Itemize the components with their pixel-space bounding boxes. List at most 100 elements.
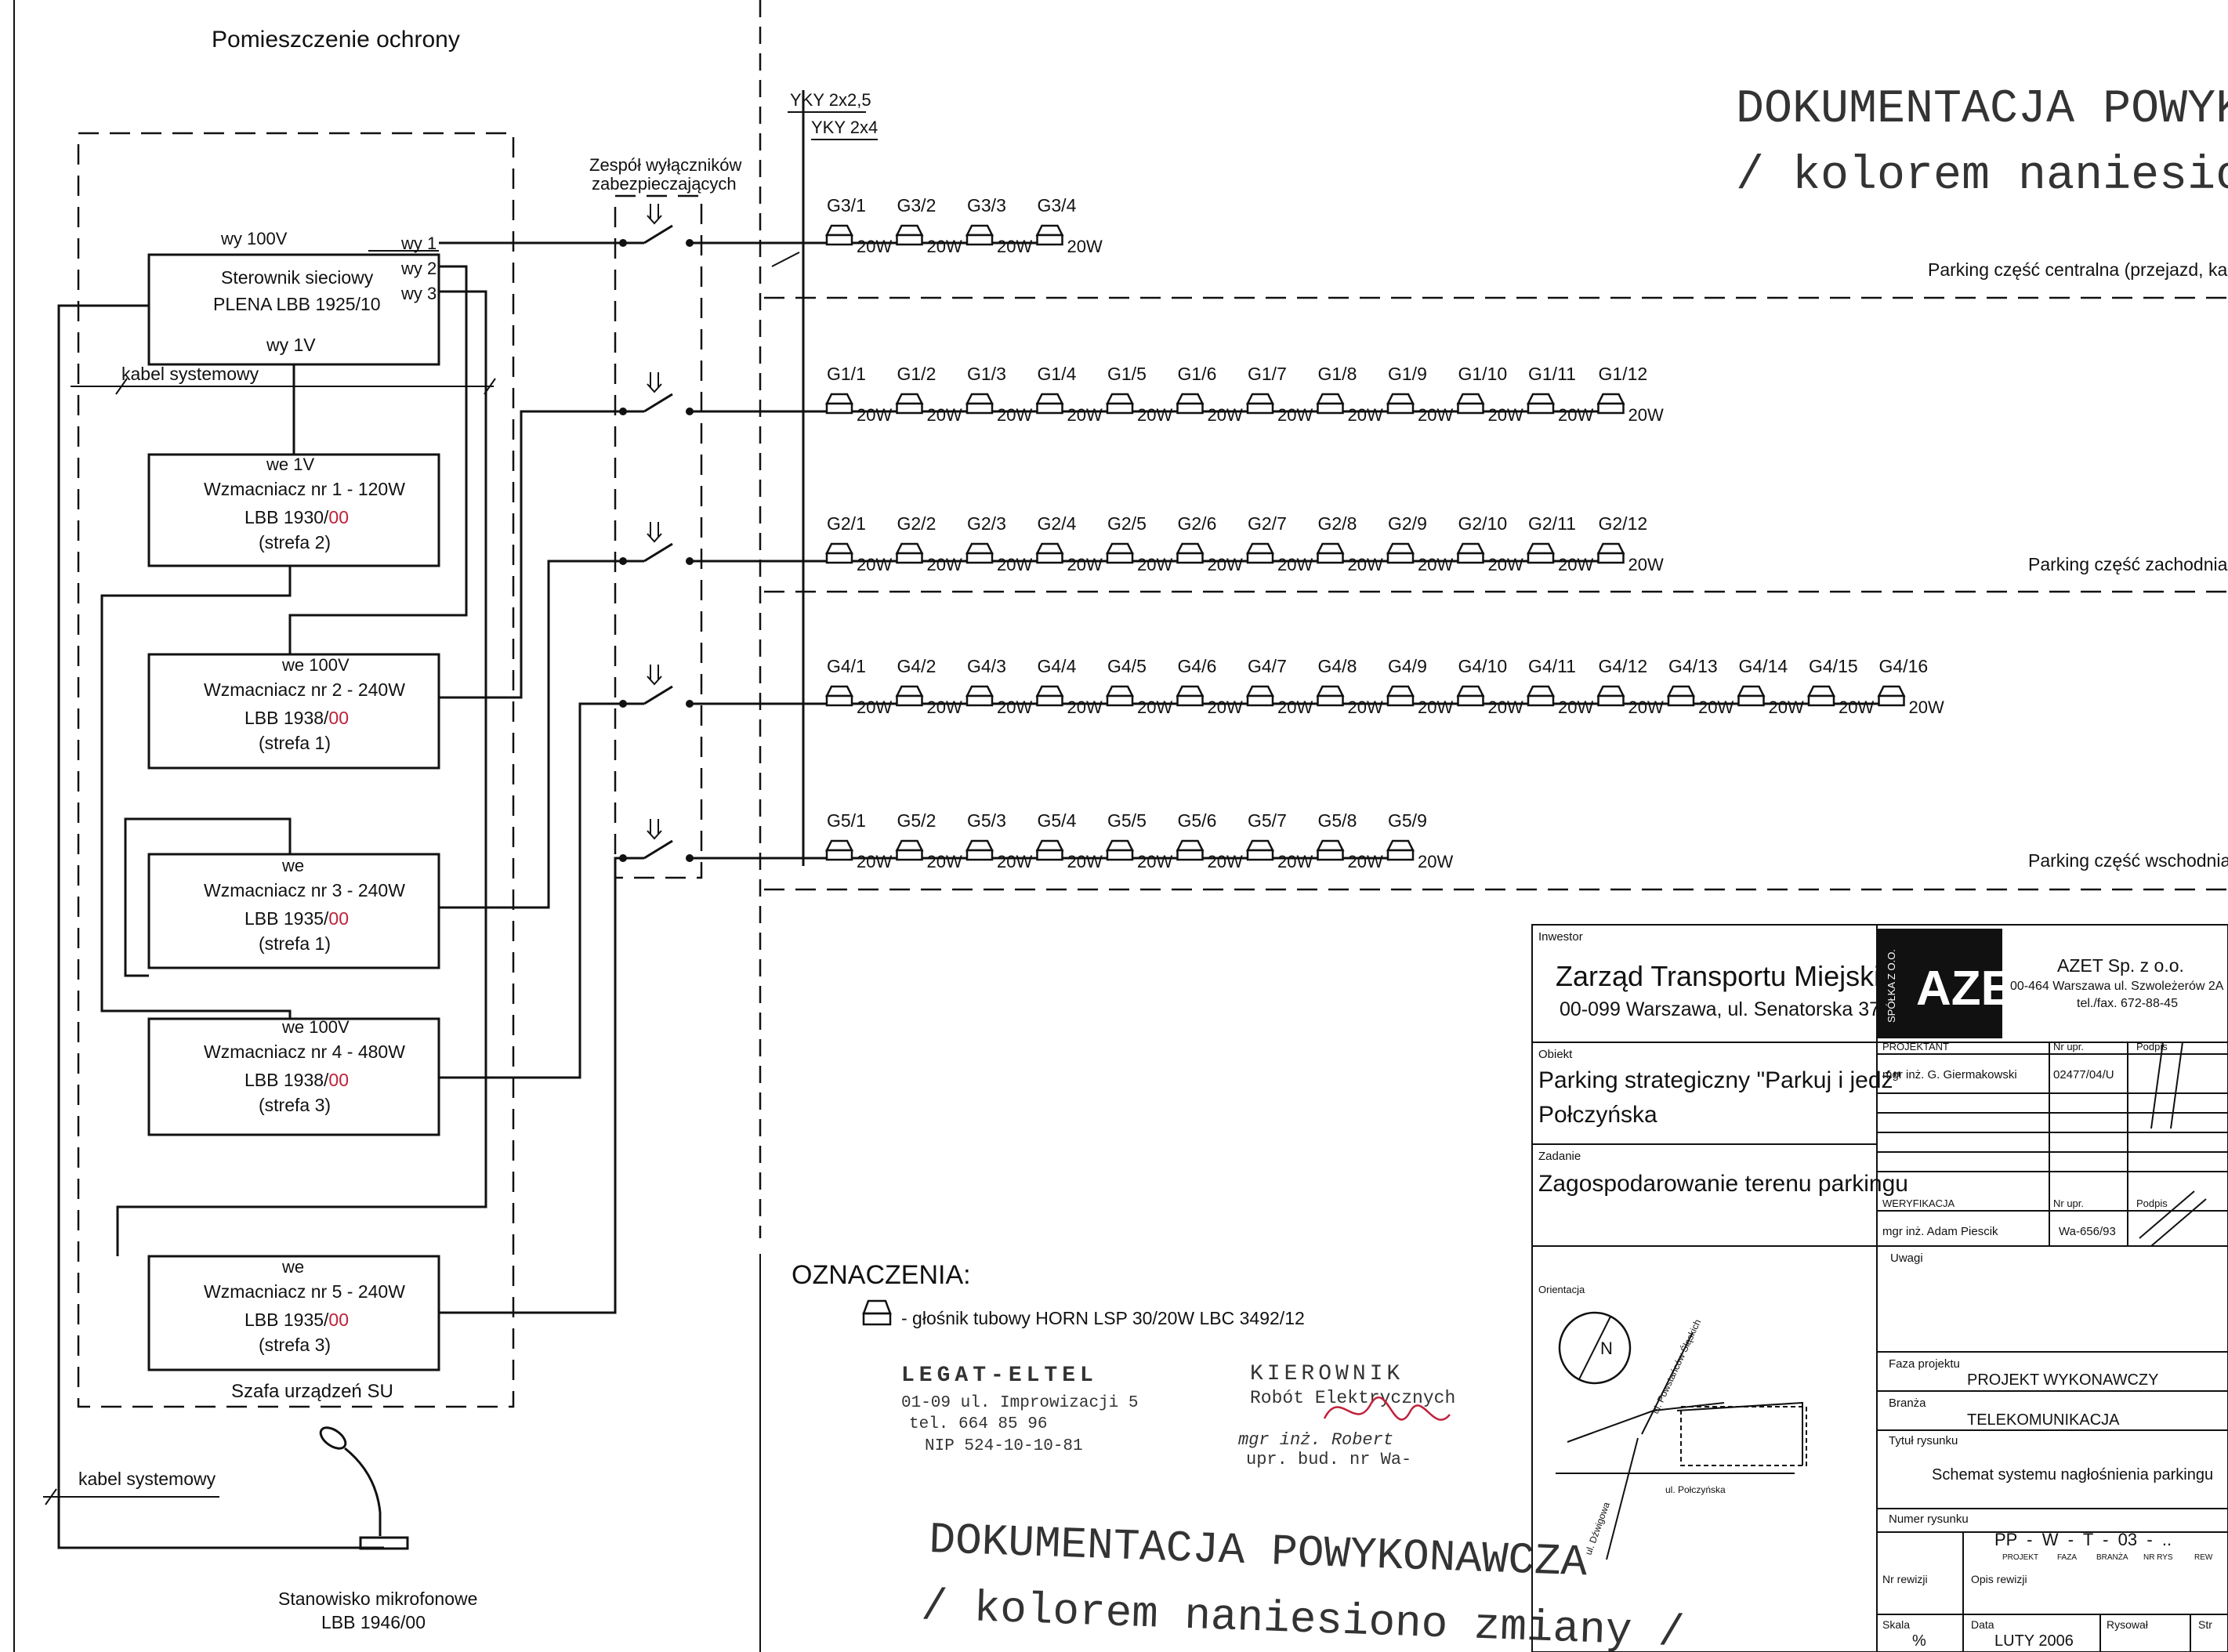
speaker-icon-top — [1526, 685, 1556, 697]
verifier-signature — [2139, 1190, 2207, 1247]
map-street-label: ul. Powstańców Śląskich — [1649, 1317, 1703, 1415]
cable-label-bottom: YKY 2x4 — [811, 118, 878, 137]
company-logo-side: SPÓŁKA Z O.O. — [1886, 949, 1897, 1023]
manager-stamp-line3: mgr inż. Robert — [1238, 1430, 1393, 1450]
date-value: LUTY 2006 — [1994, 1632, 2074, 1650]
speaker-label: G2/2 — [897, 513, 936, 534]
speaker-power-label: 20W — [857, 405, 892, 425]
speaker-icon-body — [1386, 849, 1415, 861]
speaker-icon-top — [965, 393, 994, 405]
speaker-power-label: 20W — [1067, 852, 1103, 871]
verify-nrupr-label: Nr upr. — [2053, 1197, 2084, 1209]
speaker-label: G1/12 — [1599, 364, 1648, 384]
company-address: 00-464 Warszawa ul. Szwoleżerów 2A — [2010, 980, 2224, 993]
speaker-icon-body — [1386, 552, 1415, 564]
speaker-label: G5/6 — [1178, 810, 1217, 831]
speaker-icon-body — [1457, 402, 1484, 415]
notes-label: Uwagi — [1890, 1252, 1923, 1265]
speaker-power-label: 20W — [857, 237, 892, 256]
speaker-label: G4/11 — [1528, 656, 1576, 676]
speaker-icon-top — [1035, 685, 1064, 697]
system-cable-top-label: kabel systemowy — [121, 364, 259, 384]
speaker-power-label: 20W — [997, 697, 1032, 717]
speaker-label: G4/1 — [827, 656, 866, 676]
speaker-icon-top — [1386, 393, 1415, 405]
speaker-power-label: 20W — [1558, 697, 1593, 717]
speaker-icon-body — [1246, 402, 1274, 415]
speaker-label: G1/5 — [1107, 364, 1147, 384]
controller-model: PLENA LBB 1925/10 — [213, 294, 381, 314]
speaker-power-label: 20W — [1137, 852, 1172, 871]
breaker-contact — [643, 393, 673, 413]
breaker-trip-symbol — [647, 372, 662, 393]
speaker-icon-body — [1036, 694, 1063, 707]
speaker-label: G4/10 — [1458, 656, 1508, 676]
speaker-power-label: 20W — [1418, 697, 1453, 717]
speaker-power-label: 20W — [1488, 405, 1523, 425]
speaker-power-label: 20W — [1137, 697, 1172, 717]
output-line-5 — [439, 857, 623, 1314]
speaker-label: G4/8 — [1318, 656, 1357, 676]
drawing-number-part: PROJEKT — [2002, 1553, 2038, 1562]
drawing-number-parts: PROJEKT FAZA BRANŻA NR RYS REW — [2002, 1552, 2213, 1562]
speaker-icon-body — [1457, 552, 1484, 564]
speaker-power-label: 20W — [1208, 405, 1243, 425]
speaker-power-label: 20W — [1628, 405, 1664, 425]
speaker-icon-top — [1456, 685, 1485, 697]
speaker-label: G3/2 — [897, 195, 936, 216]
speaker-power-label: 20W — [1558, 405, 1593, 425]
company-stamp-line1: LEGAT-ELTEL — [901, 1364, 1098, 1388]
speaker-icon-body — [1386, 694, 1415, 707]
speaker-power-label: 20W — [997, 237, 1032, 256]
speaker-icon-top — [895, 542, 924, 555]
speaker-icon-top — [965, 839, 994, 852]
speaker-power-label: 20W — [1348, 852, 1383, 871]
speaker-label: G2/8 — [1318, 513, 1357, 534]
designer-nr: 02477/04/U — [2053, 1068, 2114, 1081]
speaker-power-label: 20W — [1628, 555, 1664, 574]
speaker: G1/12 20W — [1596, 364, 1664, 425]
speaker-icon-top — [824, 839, 854, 852]
legend-speaker-icon — [862, 1299, 892, 1326]
speaker-label: G4/6 — [1178, 656, 1217, 676]
microphone-head — [319, 1426, 347, 1450]
speaker-icon-body — [1106, 402, 1134, 415]
chain-line — [116, 290, 487, 1256]
speaker: G1/6 20W — [1176, 364, 1243, 425]
speaker-icon-top — [1245, 839, 1275, 852]
speaker-icon-top — [1806, 685, 1836, 697]
amplifier-zone: (strefa 3) — [259, 1095, 331, 1115]
amplifier-zone: (strefa 3) — [259, 1335, 331, 1355]
speaker-icon-body — [825, 849, 853, 861]
scale-label: Skala — [1882, 1618, 1910, 1631]
speaker-icon-top — [1737, 685, 1766, 697]
speaker-label: G1/9 — [1388, 364, 1427, 384]
amplifier-name: Wzmacniacz nr 3 - 240W — [204, 880, 405, 900]
output-line-2 — [439, 410, 623, 699]
speaker-label: G1/6 — [1178, 364, 1217, 384]
amplifier-zone: (strefa 1) — [259, 933, 331, 954]
speaker-icon-top — [1596, 542, 1625, 555]
speaker-icon-top — [862, 1299, 892, 1315]
company-stamp: LEGAT-ELTEL 01-09 ul. Improwizacji 5 tel… — [901, 1364, 1138, 1455]
amplifier-input: we — [281, 856, 304, 875]
amplifier-model: LBB 1938/00 — [245, 708, 349, 728]
speaker-label: G2/11 — [1528, 513, 1576, 534]
speaker-icon-top — [965, 224, 994, 237]
speaker-power-label: 20W — [1628, 697, 1664, 717]
drawing-number-part: FAZA — [2057, 1553, 2077, 1562]
north-arrow-circle — [1558, 1311, 1632, 1385]
speaker-icon-top — [895, 685, 924, 697]
